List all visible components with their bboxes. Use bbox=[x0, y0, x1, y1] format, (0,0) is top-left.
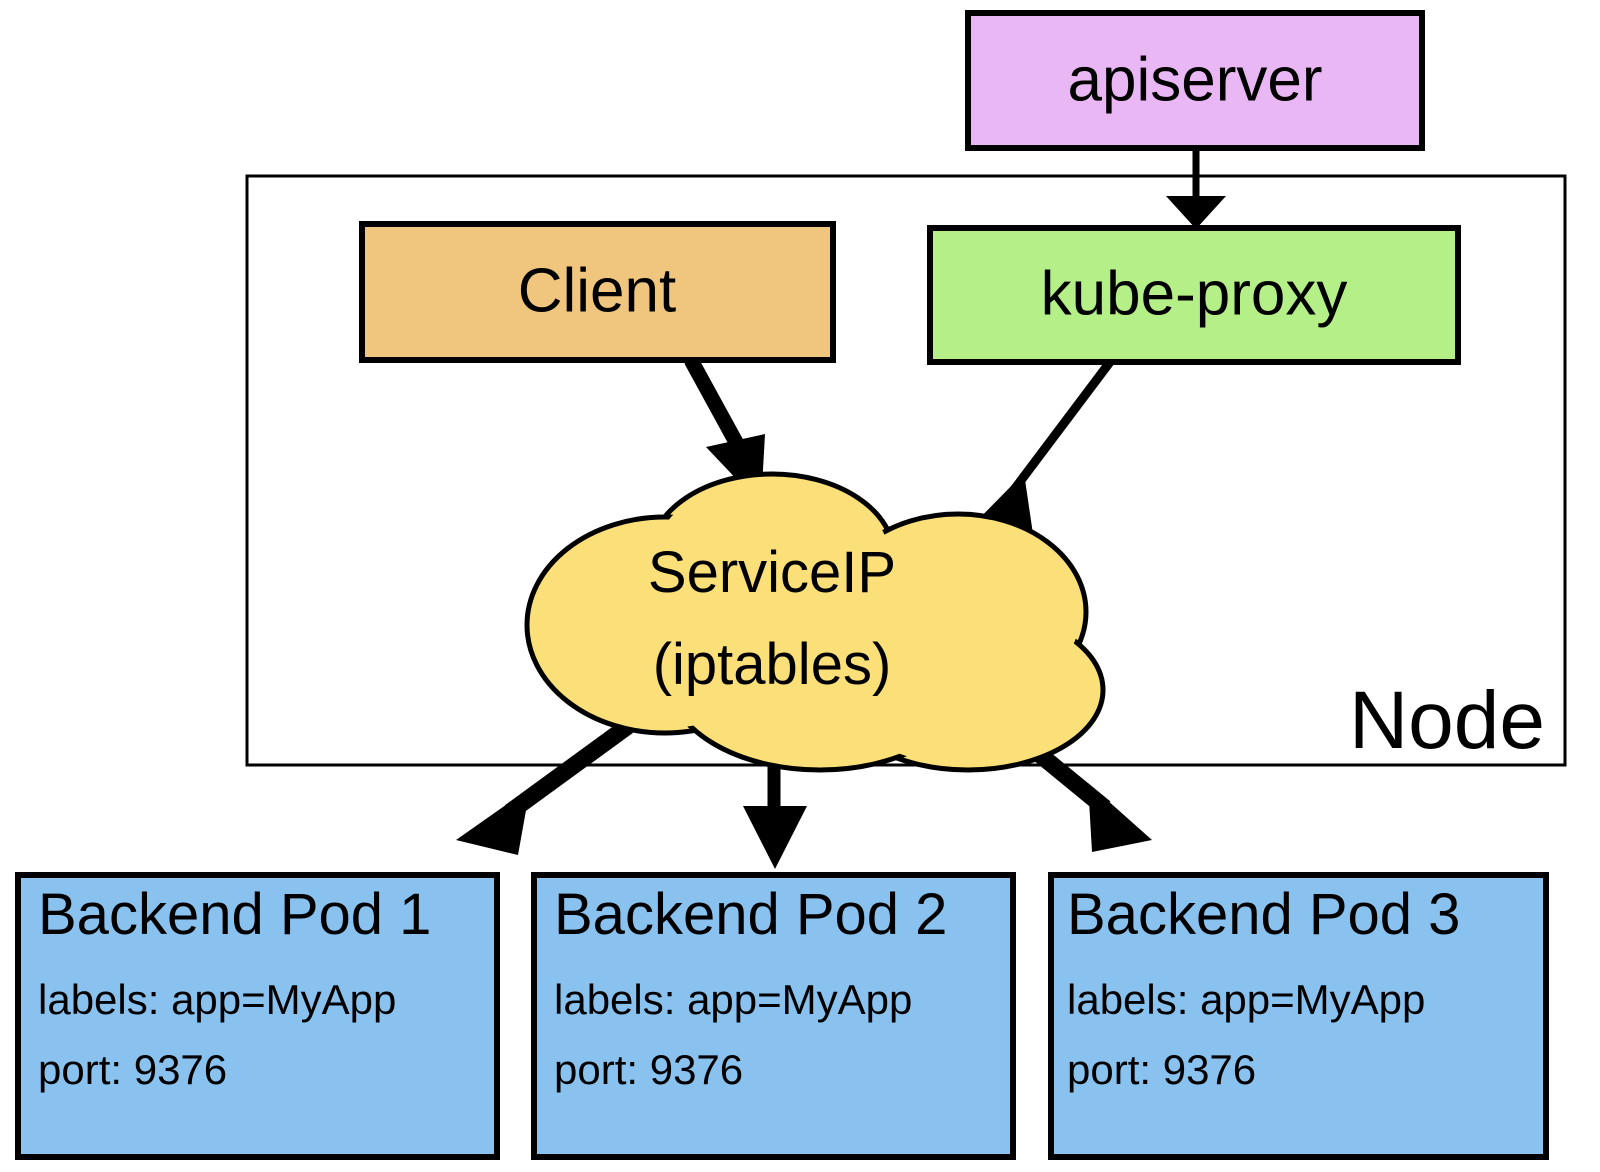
backend-pod-3-rect[interactable] bbox=[1048, 872, 1549, 1160]
apiserver-box[interactable]: apiserver bbox=[965, 10, 1425, 151]
node-container-label: Node bbox=[1349, 675, 1545, 766]
edge-line-kubeproxy-serviceip bbox=[1006, 359, 1114, 498]
client-label: Client bbox=[518, 256, 677, 325]
backend-pod-2[interactable]: Backend Pod 2 labels: app=MyApp port: 93… bbox=[531, 872, 1016, 1160]
edge-arrowhead-serviceip-pod3 bbox=[1088, 783, 1152, 852]
backend-pod-1-port: port: 9376 bbox=[38, 1046, 227, 1093]
backend-pod-3[interactable]: Backend Pod 3 labels: app=MyApp port: 93… bbox=[1048, 872, 1549, 1160]
backend-pod-1-rect[interactable] bbox=[15, 872, 500, 1160]
backend-pod-2-title: Backend Pod 2 bbox=[554, 882, 947, 947]
cloud-inner-fill-group bbox=[532, 479, 1098, 765]
serviceip-label-line1: ServiceIP bbox=[648, 540, 896, 605]
serviceip-cloud: ServiceIP (iptables) bbox=[524, 471, 1106, 773]
serviceip-label-line2: (iptables) bbox=[653, 632, 892, 697]
edge-serviceip-to-pod-1 bbox=[456, 719, 634, 855]
edge-arrowhead-apiserver-kubeproxy bbox=[1166, 196, 1226, 229]
edge-line-client-serviceip bbox=[684, 356, 750, 459]
edge-kube-proxy-to-serviceip bbox=[967, 359, 1114, 534]
apiserver-rect[interactable] bbox=[965, 10, 1425, 151]
backend-pod-1-labels: labels: app=MyApp bbox=[38, 976, 396, 1023]
kube-proxy-box[interactable]: kube-proxy bbox=[927, 225, 1461, 365]
node-container-box bbox=[245, 174, 1567, 767]
backend-pod-3-title: Backend Pod 3 bbox=[1067, 882, 1460, 947]
backend-pod-2-port: port: 9376 bbox=[554, 1046, 743, 1093]
backend-pod-2-rect[interactable] bbox=[531, 872, 1016, 1160]
backend-pod-1[interactable]: Backend Pod 1 labels: app=MyApp port: 93… bbox=[15, 872, 500, 1160]
edge-apiserver-to-kube-proxy bbox=[1166, 148, 1226, 229]
edge-arrowhead-serviceip-pod2 bbox=[743, 806, 807, 869]
client-rect[interactable] bbox=[359, 221, 836, 363]
backend-pod-1-title: Backend Pod 1 bbox=[38, 882, 431, 947]
client-box[interactable]: Client bbox=[359, 221, 836, 363]
edge-arrowhead-serviceip-pod1 bbox=[456, 788, 530, 855]
kube-proxy-label: kube-proxy bbox=[1041, 259, 1348, 328]
backend-pod-3-port: port: 9376 bbox=[1067, 1046, 1256, 1093]
edge-line-serviceip-pod1 bbox=[504, 719, 634, 819]
backend-pod-2-labels: labels: app=MyApp bbox=[554, 976, 912, 1023]
kube-proxy-rect[interactable] bbox=[927, 225, 1461, 365]
backend-pod-3-labels: labels: app=MyApp bbox=[1067, 976, 1425, 1023]
apiserver-label: apiserver bbox=[1068, 45, 1323, 114]
